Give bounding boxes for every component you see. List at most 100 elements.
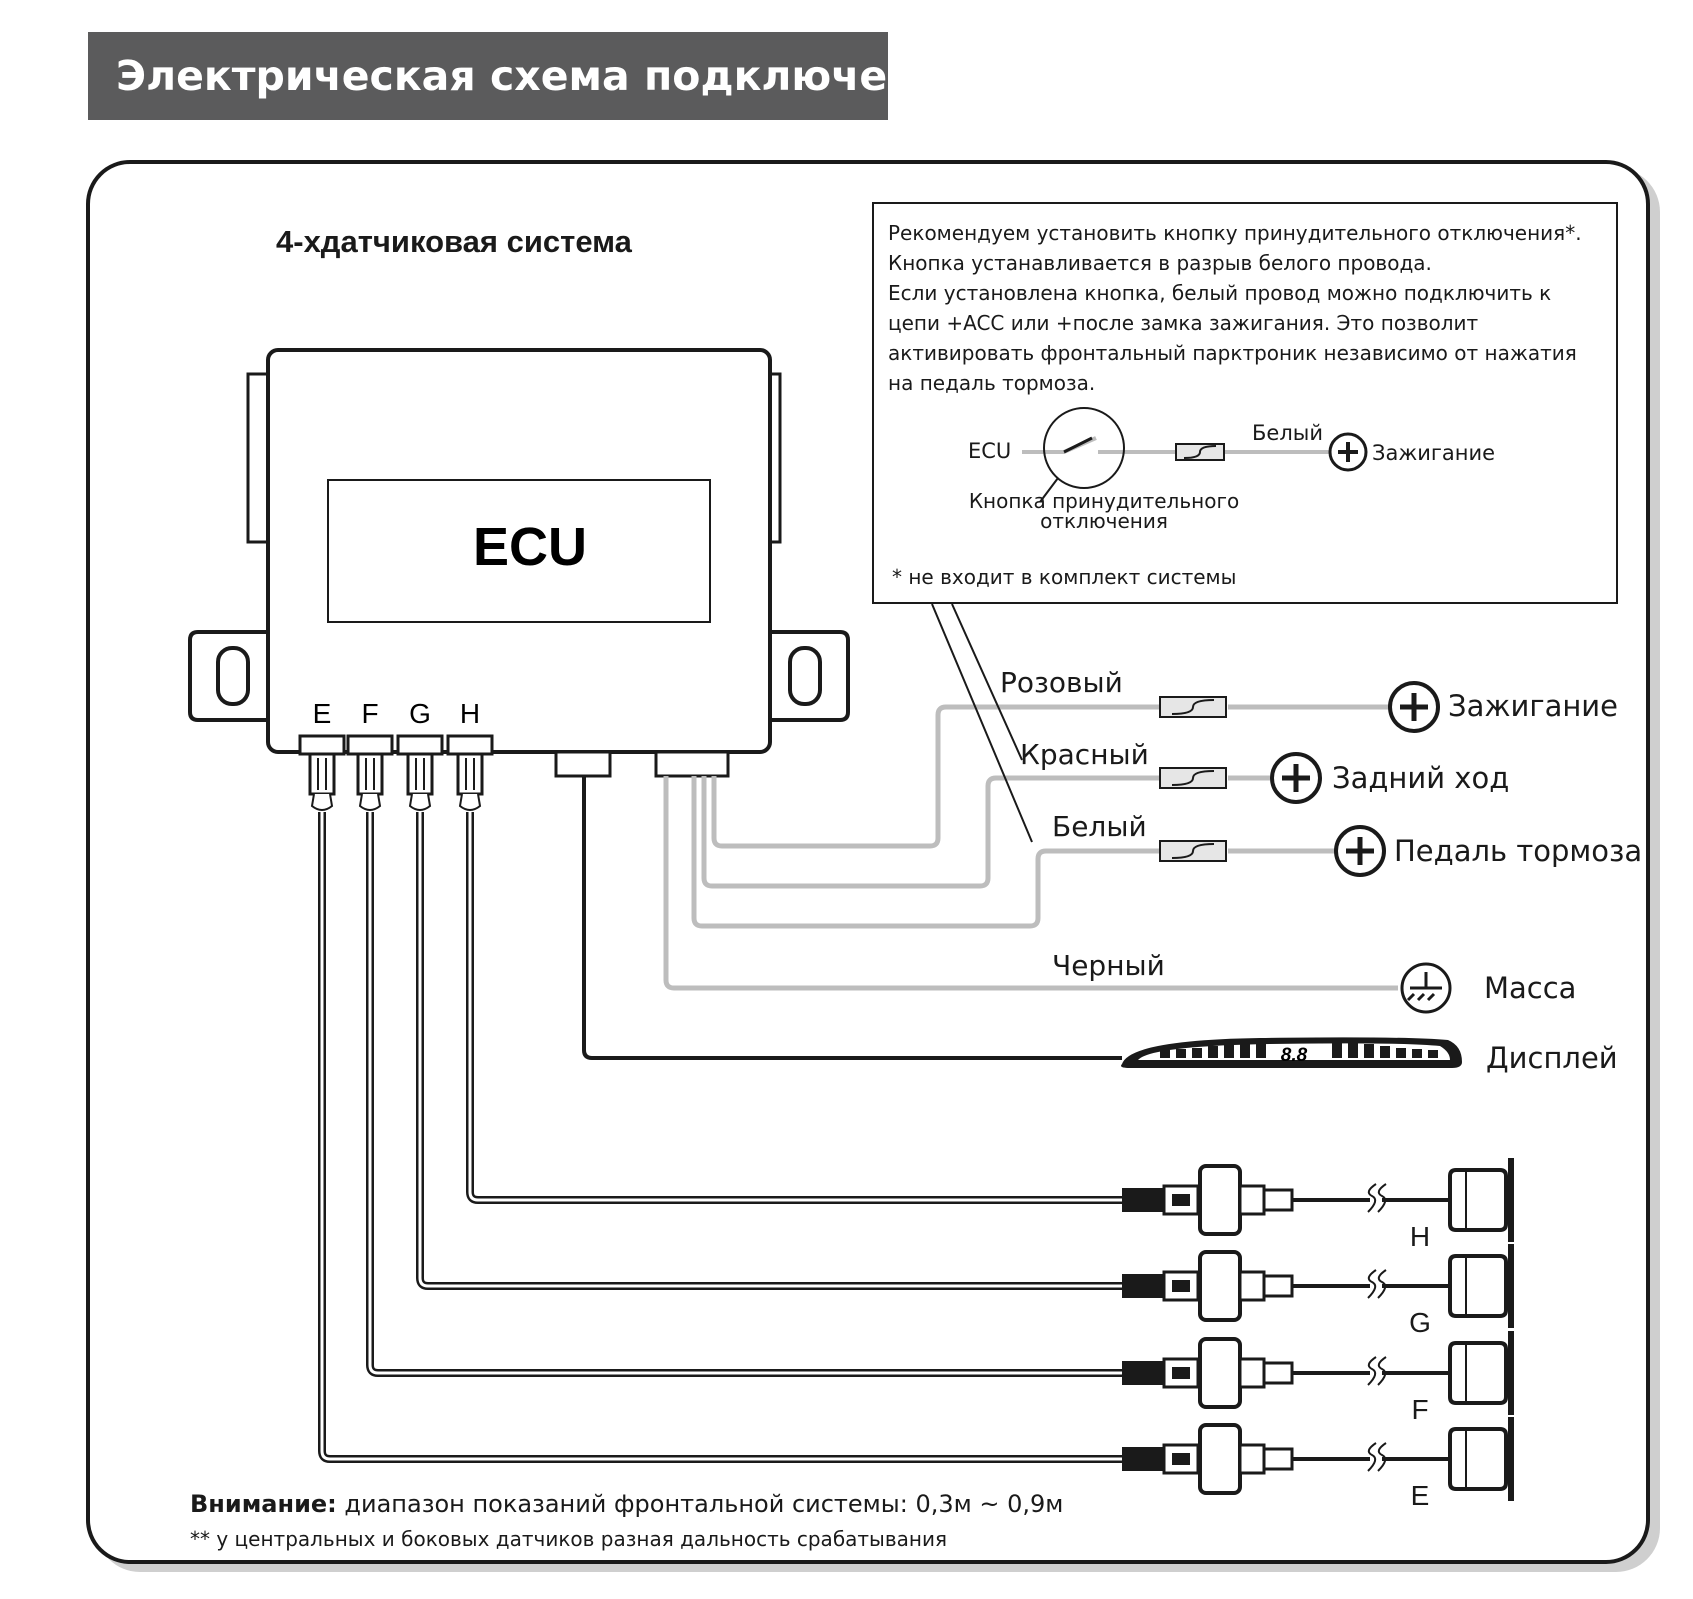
cable-nut	[1198, 1164, 1242, 1236]
kill-switch-diagram: ECU Белый Зажигание Кнопка принудительно…	[892, 407, 1495, 589]
display-segments	[1160, 1040, 1438, 1058]
display-bar	[1224, 1044, 1234, 1058]
wire-label-black: Черный	[1052, 949, 1165, 982]
note-line: активировать фронтальный парктроник неза…	[888, 341, 1577, 365]
ground-icon	[1400, 962, 1452, 1014]
fuse-pink	[1159, 696, 1227, 718]
cable-grommet	[1122, 1274, 1164, 1298]
fuse-white	[1159, 840, 1227, 862]
warning-bold: Внимание:	[190, 1490, 337, 1518]
mini-ecu-label: ECU	[968, 439, 1011, 463]
warning-subnote: ** у центральных и боковых датчиков разн…	[190, 1527, 947, 1551]
display-bar	[1240, 1042, 1250, 1058]
display-bar	[1192, 1048, 1202, 1058]
target-brake: Педаль тормоза	[1394, 834, 1642, 868]
display-bar	[1380, 1046, 1390, 1058]
sensor-label-f: F	[1411, 1394, 1428, 1425]
cable-nut	[1198, 1337, 1242, 1409]
sensor-cable-e: E	[318, 812, 1514, 1511]
sensor-cable-f: F	[366, 812, 1514, 1425]
display-bar	[1176, 1049, 1186, 1058]
sensor-cables: H G F E	[318, 812, 1514, 1511]
sensor-plug-f	[346, 734, 394, 811]
sensor-plug-g	[396, 734, 444, 811]
cable-nut	[1198, 1250, 1242, 1322]
wire-red	[701, 775, 1165, 889]
diagram-frame	[86, 160, 1650, 1564]
fuse-red	[1159, 767, 1227, 789]
sensor-plug-h	[446, 734, 494, 811]
note-line: на педаль тормоза.	[888, 371, 1096, 395]
page-title: Электрическая схема подключения	[116, 52, 971, 100]
display-bar	[1256, 1040, 1266, 1058]
note-footnote: * не входит в комплект системы	[892, 565, 1236, 589]
sensor-cable-h: H	[466, 812, 1514, 1252]
sensor-flange	[1508, 1244, 1514, 1328]
note-line: Рекомендуем установить кнопку принудител…	[888, 221, 1582, 245]
button-label-line2: отключения	[1040, 509, 1168, 533]
port-label-g: G	[409, 698, 431, 729]
wire-black	[663, 776, 1398, 991]
warning-note: Внимание: диапазон показаний фронтальной…	[190, 1490, 1063, 1518]
ecu-label-panel	[327, 479, 711, 623]
plus-icon	[1334, 825, 1386, 877]
display-bar	[1396, 1048, 1406, 1058]
cable-grommet	[1122, 1188, 1164, 1212]
sensor-flange	[1508, 1331, 1514, 1415]
display-bar	[1208, 1046, 1218, 1058]
button-label-line1: Кнопка принудительного	[969, 489, 1239, 513]
target-ground: Масса	[1484, 971, 1576, 1005]
sensor-head	[1448, 1168, 1508, 1232]
sensor-plug-e	[298, 734, 346, 811]
mini-wire-label: Белый	[1252, 421, 1323, 445]
plus-icon	[1328, 432, 1368, 472]
mini-target-label: Зажигание	[1372, 441, 1495, 465]
warning-text: диапазон показаний фронтальной системы: …	[336, 1490, 1064, 1518]
display-label: Дисплей	[1486, 1041, 1618, 1075]
cable-grommet	[1122, 1447, 1164, 1471]
sensor-head	[1448, 1341, 1508, 1405]
sensor-cable-g: G	[416, 812, 1514, 1338]
port-label-h: H	[460, 698, 480, 729]
note-line: Кнопка устанавливается в разрыв белого п…	[888, 251, 1432, 275]
note-line: цепи +ACC или +после замка зажигания. Эт…	[888, 311, 1479, 335]
display-bar	[1428, 1050, 1438, 1058]
display-port	[554, 750, 612, 778]
note-line: Если установлена кнопка, белый провод мо…	[888, 281, 1552, 305]
wire-label-white: Белый	[1052, 810, 1147, 843]
sensor-flange	[1508, 1417, 1514, 1501]
sensor-label-e: E	[1411, 1480, 1430, 1511]
display-readout: 8.8	[1281, 1045, 1308, 1066]
wire-label-red: Красный	[1020, 738, 1149, 771]
sensor-head	[1448, 1254, 1508, 1318]
sensor-label-g: G	[1409, 1307, 1431, 1338]
cable-nut	[1198, 1423, 1242, 1495]
display-bar	[1364, 1044, 1374, 1058]
mount-tab-left	[188, 630, 270, 722]
display-bar	[1412, 1049, 1422, 1058]
plus-icon	[1270, 752, 1322, 804]
display-bar	[1160, 1050, 1170, 1058]
cable-break	[1367, 1356, 1387, 1386]
ecu-label: ECU	[473, 517, 587, 577]
cable-break	[1367, 1183, 1387, 1213]
display-bar	[1348, 1042, 1358, 1058]
power-port	[654, 750, 730, 778]
port-label-e: E	[313, 698, 332, 729]
display-bar	[1332, 1040, 1342, 1058]
wire-label-pink: Розовый	[1000, 666, 1123, 699]
display-unit: 8.8	[1121, 1037, 1462, 1068]
sensor-plugs	[298, 734, 494, 811]
note-text: Рекомендуем установить кнопку принудител…	[888, 218, 1608, 398]
power-wires	[663, 704, 1398, 991]
note-pointer	[931, 603, 1033, 843]
title-bar: Электрическая схема подключения	[88, 32, 971, 120]
sensor-head	[1448, 1427, 1508, 1491]
mount-tab-right	[770, 630, 850, 722]
port-label-f: F	[361, 698, 378, 729]
cable-grommet	[1122, 1361, 1164, 1385]
target-ignition: Зажигание	[1448, 689, 1618, 723]
display-wire	[582, 776, 1122, 1060]
cable-break	[1367, 1442, 1387, 1472]
